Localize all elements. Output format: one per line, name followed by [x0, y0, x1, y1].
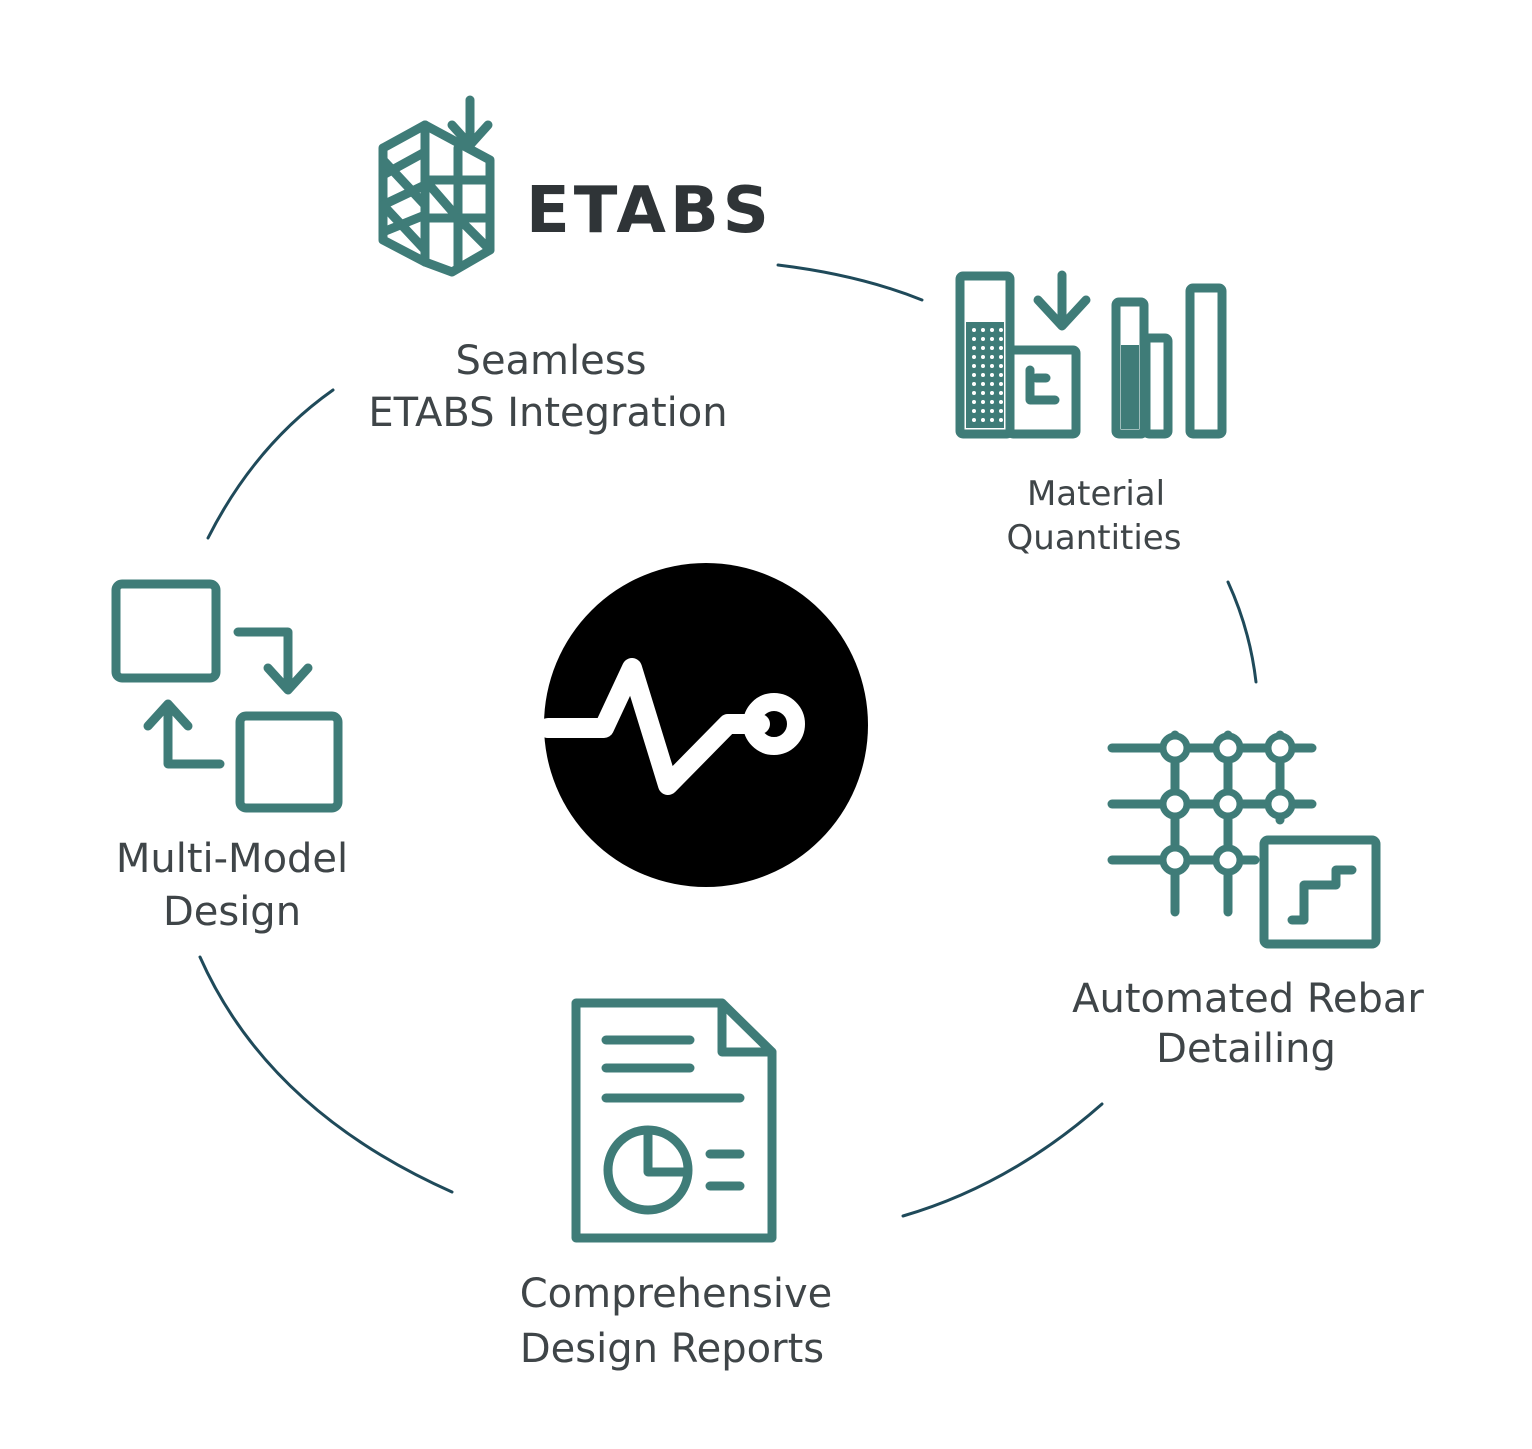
- material-dot: [972, 337, 976, 341]
- cycle-arcs: [198, 263, 1258, 1218]
- material-bars-icon: [955, 270, 1227, 439]
- etabs-integration-label-line2: ETABS Integration: [368, 390, 727, 436]
- arc-reports-to-multimodel: [198, 955, 454, 1194]
- rebar-detailing-label-line2: Detailing: [1156, 1026, 1336, 1072]
- material-dot: [999, 364, 1003, 368]
- material-dots: [972, 328, 1003, 422]
- building-frame-download-icon: [378, 95, 495, 277]
- material-dot: [972, 409, 976, 413]
- arc-multimodel-to-etabs: [206, 388, 335, 540]
- material-dot: [990, 364, 994, 368]
- material-dot: [999, 346, 1003, 350]
- feature-multi-model: Multi-Model Design: [111, 579, 348, 935]
- feature-design-reports: Comprehensive Design Reports: [520, 998, 832, 1372]
- material-dot: [990, 328, 994, 332]
- material-dot: [999, 418, 1003, 422]
- arc-etabs-to-material: [776, 263, 924, 302]
- material-dot: [999, 382, 1003, 386]
- material-dot: [999, 409, 1003, 413]
- material-dot: [990, 337, 994, 341]
- material-dot: [990, 382, 994, 386]
- hub-circle: [544, 563, 868, 887]
- feature-rebar-detailing: Automated Rebar Detailing: [1072, 730, 1424, 1072]
- material-dot: [972, 346, 976, 350]
- material-dot: [981, 355, 985, 359]
- feature-etabs-integration: ETABS Seamless ETABS Integration: [368, 95, 773, 436]
- material-dot: [999, 328, 1003, 332]
- material-dot: [990, 400, 994, 404]
- rebar-detailing-label-line1: Automated Rebar: [1072, 976, 1424, 1022]
- central-hub: [538, 563, 868, 887]
- rebar-grid-icon: [1107, 730, 1381, 949]
- multi-model-label-line1: Multi-Model: [116, 836, 348, 882]
- material-dot: [999, 337, 1003, 341]
- material-dot: [972, 418, 976, 422]
- material-dot: [972, 364, 976, 368]
- material-dot: [999, 373, 1003, 377]
- etabs-integration-label-line1: Seamless: [456, 338, 647, 384]
- arc-material-to-rebar: [1226, 580, 1258, 684]
- material-dot: [972, 391, 976, 395]
- design-reports-label-line1: Comprehensive: [520, 1271, 832, 1317]
- material-dot: [990, 355, 994, 359]
- material-dot: [981, 346, 985, 350]
- material-dot: [990, 373, 994, 377]
- material-dot: [981, 418, 985, 422]
- material-dot: [972, 328, 976, 332]
- multi-model-label-line2: Design: [163, 889, 301, 935]
- material-dot: [981, 373, 985, 377]
- multi-model-swap-icon: [111, 579, 343, 813]
- material-dot: [972, 382, 976, 386]
- arc-rebar-to-reports: [901, 1102, 1104, 1218]
- material-dot: [981, 391, 985, 395]
- material-dot: [990, 418, 994, 422]
- material-dot: [981, 337, 985, 341]
- material-dot: [999, 391, 1003, 395]
- material-quantities-label-line1: Material: [1027, 474, 1165, 514]
- material-dot: [990, 409, 994, 413]
- design-reports-label-line2: Design Reports: [520, 1326, 824, 1372]
- material-dot: [972, 400, 976, 404]
- material-dot: [999, 355, 1003, 359]
- pulse-node-icon: [538, 658, 805, 795]
- material-dot: [972, 355, 976, 359]
- report-document-icon: [571, 998, 777, 1243]
- material-dot: [981, 400, 985, 404]
- material-dot: [990, 346, 994, 350]
- material-dot: [999, 400, 1003, 404]
- material-dot: [990, 391, 994, 395]
- material-quantities-label-line2: Quantities: [1007, 518, 1182, 558]
- material-dot: [981, 328, 985, 332]
- material-dot: [981, 382, 985, 386]
- material-dot: [972, 373, 976, 377]
- etabs-wordmark: ETABS: [526, 174, 773, 248]
- feature-material-quantities: Material Quantities: [955, 270, 1227, 558]
- material-dot: [981, 409, 985, 413]
- material-dot: [981, 364, 985, 368]
